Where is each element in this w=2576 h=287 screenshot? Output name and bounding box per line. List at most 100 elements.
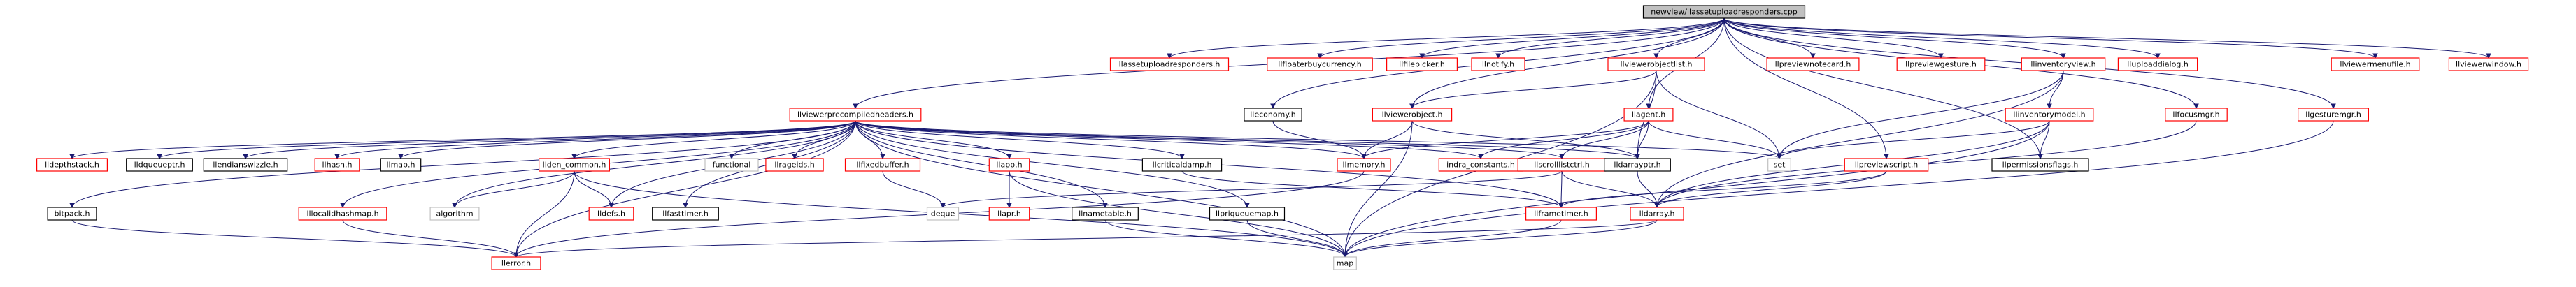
node-functional[interactable]: functional (704, 158, 759, 172)
edge-lldencommon-to-map (574, 170, 1346, 258)
node-label: llfixedbuffer.h (856, 161, 909, 170)
node-llpermissionsflags[interactable]: llpermissionsflags.h (1991, 158, 2089, 172)
node-llviewermenufile[interactable]: llviewermenufile.h (2331, 57, 2420, 71)
edge-llviewerprecompiledheaders-to-llmemory (855, 120, 1365, 159)
edge-lldencommon-to-llerror (515, 170, 575, 258)
arrowhead (792, 154, 797, 160)
arrowhead (880, 154, 885, 160)
edge-llscrolllistctrl-to-deque (942, 170, 1563, 208)
node-lluploaddialog[interactable]: lluploaddialog.h (2117, 57, 2198, 71)
node-llgesturemgr[interactable]: llgesturemgr.h (2298, 108, 2370, 122)
node-llviewerobject[interactable]: llviewerobject.h (1372, 108, 1453, 122)
node-root: newview/llassetuploadresponders.cpp (1642, 5, 1806, 19)
edge-bitpack-to-llerror (71, 219, 517, 258)
node-lldepthstack[interactable]: lldepthstack.h (36, 158, 108, 172)
node-llscrolllistctrl[interactable]: llscrolllistctrl.h (1517, 158, 1607, 172)
node-llinventoryview[interactable]: llinventoryview.h (2021, 57, 2106, 71)
edge-root-to-llviewermenufile (1723, 17, 2376, 59)
node-llagent[interactable]: llagent.h (1623, 108, 1674, 122)
edge-lldencommon-to-lldefs (574, 170, 612, 208)
node-llviewerprecompiledheaders[interactable]: llviewerprecompiledheaders.h (789, 108, 922, 122)
arrowhead (2037, 154, 2043, 160)
node-llapp[interactable]: llapp.h (988, 158, 1030, 172)
node-llnametable[interactable]: llnametable.h (1072, 207, 1139, 221)
node-label: llfasttimer.h (662, 209, 709, 219)
node-llfasttimer[interactable]: llfasttimer.h (652, 207, 719, 221)
edge-root-to-llfilepicker (1421, 17, 1725, 59)
node-label: llviewerprecompiledheaders.h (797, 110, 913, 119)
node-llfocusmgr[interactable]: llfocusmgr.h (2165, 108, 2228, 122)
node-llhash[interactable]: llhash.h (314, 158, 360, 172)
node-set[interactable]: set (1767, 158, 1791, 172)
node-llassetuploadresponders[interactable]: llassetuploadresponders.h (1109, 57, 1230, 71)
node-llmemory[interactable]: llmemory.h (1337, 158, 1391, 172)
node-lldefs[interactable]: lldefs.h (588, 207, 634, 221)
arrowhead (2486, 53, 2491, 59)
node-label: functional (713, 161, 751, 170)
node-llrageids[interactable]: llrageids.h (765, 158, 824, 172)
node-llnotify[interactable]: llnotify.h (1471, 57, 1525, 71)
edge-root-to-llassetuploadresponders (1169, 17, 1725, 59)
node-lleconomy[interactable]: lleconomy.h (1244, 108, 1302, 122)
node-llfixedbuffer[interactable]: llfixedbuffer.h (844, 158, 921, 172)
edge-llagent-to-lldarrayptr (1637, 120, 1649, 159)
node-lldarray[interactable]: lldarray.h (1630, 207, 1684, 221)
edge-llviewerprecompiledheaders-to-llnametable (855, 120, 1106, 208)
node-llcriticaldamp[interactable]: llcriticaldamp.h (1141, 158, 1223, 172)
node-llapr[interactable]: llapr.h (988, 207, 1030, 221)
arrowhead (1884, 154, 1889, 160)
edge-llviewerobject-to-lldarrayptr (1411, 120, 1638, 159)
node-llviewerobjectlist[interactable]: llviewerobjectlist.h (1607, 57, 1705, 71)
node-llerror[interactable]: llerror.h (491, 256, 541, 270)
edge-llviewerobject-to-llmemory (1363, 120, 1413, 159)
node-llendianswizzle[interactable]: llendianswizzle.h (203, 158, 288, 172)
dependency-edges (69, 17, 2491, 258)
arrowhead (157, 154, 162, 160)
node-bitpack[interactable]: bitpack.h (47, 207, 97, 221)
node-algorithm[interactable]: algorithm (429, 207, 480, 221)
arrowhead (1361, 154, 1367, 160)
arrowhead (940, 203, 946, 209)
arrowhead (243, 154, 248, 160)
arrowhead (2155, 53, 2161, 59)
arrowhead (69, 154, 75, 160)
node-label: llapr.h (997, 209, 1021, 219)
edge-llviewerprecompiledheaders-to-algorithm (454, 120, 856, 208)
arrowhead (1635, 154, 1640, 160)
node-llpreviewgesture[interactable]: llpreviewgesture.h (1896, 57, 1986, 71)
edge-llviewerprecompiledheaders-to-llapp (855, 120, 1010, 159)
node-llfloaterbuycurrency[interactable]: llfloaterbuycurrency.h (1267, 57, 1373, 71)
node-indraconstants[interactable]: indra_constants.h (1438, 158, 1523, 172)
edge-llviewerprecompiledheaders-to-lldarrayptr (855, 120, 1638, 159)
node-llviewerwindow[interactable]: llviewerwindow.h (2448, 57, 2529, 71)
node-map[interactable]: map (1333, 256, 1357, 270)
edge-llviewerprecompiledheaders-to-lldencommon (574, 120, 856, 159)
arrowhead (683, 203, 688, 209)
arrowhead (1810, 53, 1816, 59)
node-llpriqueuemap[interactable]: llpriqueuemap.h (1209, 207, 1286, 221)
node-llinventorymodel[interactable]: llinventorymodel.h (2005, 108, 2094, 122)
node-llpreviewscript[interactable]: llpreviewscript.h (1844, 158, 1929, 172)
node-lldarrayptr[interactable]: lldarrayptr.h (1604, 158, 1671, 172)
node-label: llmap.h (386, 161, 415, 170)
edge-llpriqueuemap-to-map (1246, 219, 1346, 258)
node-llmap[interactable]: llmap.h (380, 158, 422, 172)
edge-llagent-to-llmemory (1363, 120, 1649, 159)
node-llframetimer[interactable]: llframetimer.h (1525, 207, 1597, 221)
node-lldqueueptr[interactable]: lldqueueptr.h (126, 158, 193, 172)
node-label: indra_constants.h (1446, 161, 1515, 170)
node-llpreviewnotecard[interactable]: llpreviewnotecard.h (1766, 57, 1860, 71)
node-lldencommon[interactable]: llden_common.h (538, 158, 610, 172)
node-label: lleconomy.h (1250, 110, 1296, 119)
node-deque[interactable]: deque (926, 207, 960, 221)
edge-llinventorymodel-to-set (1779, 120, 2050, 159)
edge-llscrolllistctrl-to-llframetimer (1560, 170, 1563, 208)
node-llfilepicker[interactable]: llfilepicker.h (1386, 57, 1458, 71)
edge-llagent-to-set (1648, 120, 1780, 159)
node-label: llinventoryview.h (2030, 60, 2095, 69)
node-label: map (1337, 259, 1353, 268)
node-label: llviewerobject.h (1382, 110, 1443, 119)
node-lllocalidhashmap[interactable]: lllocalidhashmap.h (298, 207, 387, 221)
node-label: llagent.h (1632, 110, 1665, 119)
